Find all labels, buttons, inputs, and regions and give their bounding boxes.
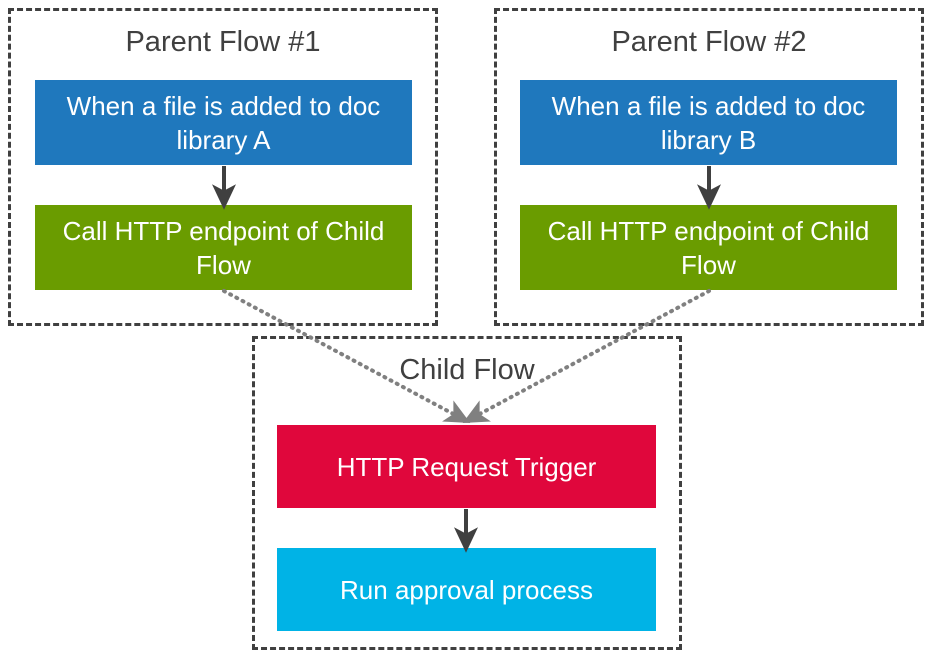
group-title-parent-flow-2: Parent Flow #2	[611, 26, 807, 58]
node-http-request-trigger-label: HTTP Request Trigger	[336, 451, 597, 482]
node-call-http-b[interactable]: Call HTTP endpoint of Child Flow	[520, 205, 897, 290]
node-call-http-a[interactable]: Call HTTP endpoint of Child Flow	[35, 205, 412, 290]
node-run-approval-process-label: Run approval process	[340, 574, 593, 605]
node-trigger-b-label: When a file is added to doc library B	[551, 90, 866, 155]
group-title-child-flow: Child Flow	[399, 354, 535, 386]
node-trigger-a-label: When a file is added to doc library A	[66, 90, 381, 155]
node-http-request-trigger[interactable]: HTTP Request Trigger	[277, 425, 656, 508]
node-call-http-b-label: Call HTTP endpoint of Child Flow	[547, 215, 870, 280]
group-title-parent-flow-1: Parent Flow #1	[125, 26, 321, 58]
node-run-approval-process[interactable]: Run approval process	[277, 548, 656, 631]
node-trigger-b[interactable]: When a file is added to doc library B	[520, 80, 897, 165]
node-trigger-a[interactable]: When a file is added to doc library A	[35, 80, 412, 165]
node-call-http-a-label: Call HTTP endpoint of Child Flow	[62, 215, 385, 280]
